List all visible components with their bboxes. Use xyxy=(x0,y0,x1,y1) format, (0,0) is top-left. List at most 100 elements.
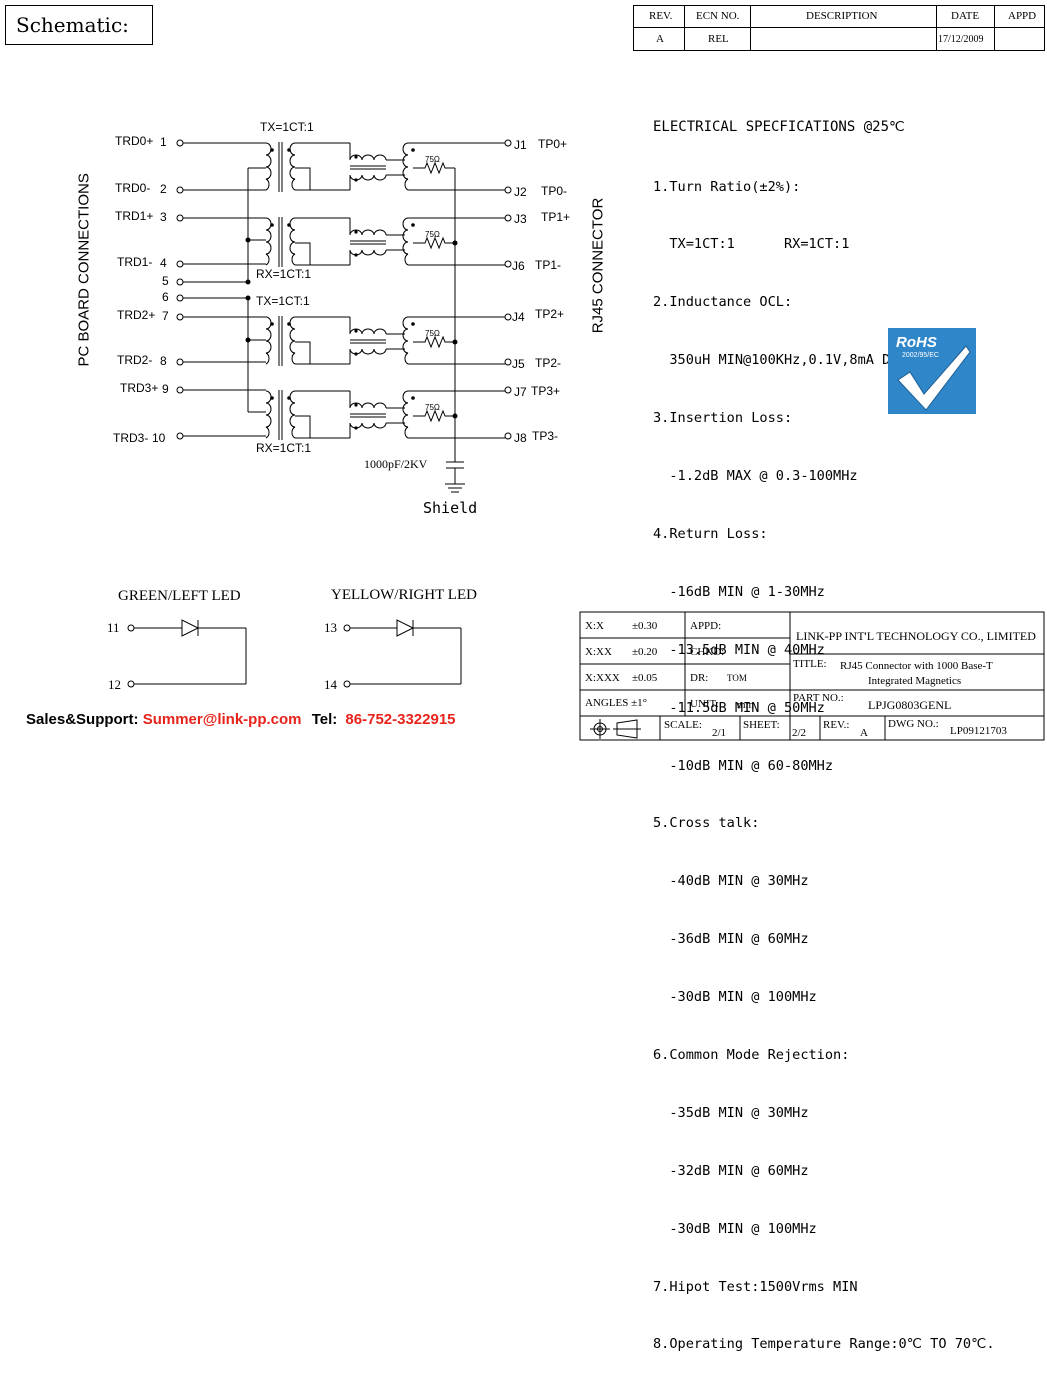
jack-number: J3 xyxy=(514,212,527,226)
pin-number: 6 xyxy=(162,290,169,304)
jack-number: J8 xyxy=(514,431,527,445)
pin-label: TRD1- xyxy=(117,255,153,269)
spec-line: -13.5dB MIN @ 40MHz xyxy=(653,641,825,658)
spec-line: 2.Inductance OCL: xyxy=(653,294,793,311)
title-line-2: Integrated Magnetics xyxy=(868,675,962,687)
page-title: Schematic: xyxy=(16,13,129,37)
pin-number: 1 xyxy=(160,135,167,149)
pin-label: TRD0- xyxy=(115,181,151,195)
pin-number: 3 xyxy=(160,210,167,224)
specs-list: 1.Turn Ratio(±2%): TX=1CT:1 RX=1CT:1 2.I… xyxy=(653,139,995,1374)
title-line-1: RJ45 Connector with 1000 Base-T xyxy=(840,660,993,672)
rohs-title: RoHS xyxy=(896,334,937,351)
title-box xyxy=(5,5,153,45)
ecn-header: ECN NO. xyxy=(696,10,740,22)
spec-line: -30dB MIN @ 100MHz xyxy=(653,1220,817,1237)
tx-ratio-label: TX=1CT:1 xyxy=(260,120,314,134)
tol-value: ±0.20 xyxy=(632,646,658,658)
tol-value: ±0.05 xyxy=(632,672,658,684)
jack-number: J4 xyxy=(512,310,525,324)
rev-label: REV.: xyxy=(823,719,850,731)
pin-label: TRD2+ xyxy=(117,308,156,322)
rev-value: A xyxy=(656,33,664,45)
unit-label: UNIT: xyxy=(690,698,719,710)
tol-label: X:XXX xyxy=(585,672,620,684)
rj45-connector-label: RJ45 CONNECTOR xyxy=(589,197,607,334)
resistor-label: 75Ω xyxy=(425,329,440,338)
jack-label: TP2+ xyxy=(535,307,565,321)
channel-1 xyxy=(265,142,505,192)
jack-number: J7 xyxy=(514,385,527,399)
spec-line: -1.2dB MAX @ 0.3-100MHz xyxy=(653,468,858,485)
right-pin-terminals xyxy=(504,139,512,440)
spec-line: -10dB MIN @ 60-80MHz xyxy=(653,757,834,774)
specs-heading: ELECTRICAL SPECFICATIONS @25℃ xyxy=(653,119,905,135)
unit-value: mm xyxy=(737,699,755,711)
jack-number: J5 xyxy=(512,357,525,371)
tol-label: X:XX xyxy=(585,646,612,658)
chkd-label: CHKD: xyxy=(690,646,725,658)
green-led-symbol xyxy=(127,619,247,688)
jack-label: TP2- xyxy=(535,356,562,370)
pin-number: 5 xyxy=(162,274,169,288)
tol-label: X:X xyxy=(585,620,604,632)
revision-table: REV. ECN NO. DESCRIPTION DATE APPD A REL… xyxy=(633,5,1045,51)
resistor-label: 75Ω xyxy=(425,155,440,164)
schematic-diagram xyxy=(127,139,1045,741)
rx-ratio-label: RX=1CT:1 xyxy=(256,267,312,281)
appd-label: APPD: xyxy=(690,620,722,632)
part-number: LPJG0803GENL xyxy=(868,698,952,712)
rev-value: A xyxy=(860,727,868,739)
pin-label: TRD3+ xyxy=(120,381,159,395)
jack-number: J1 xyxy=(514,138,527,152)
pin-label: TRD0+ xyxy=(115,134,154,148)
jack-label: TP3- xyxy=(532,429,559,443)
title-block-grid xyxy=(579,611,1045,741)
resistor-label: 75Ω xyxy=(425,230,440,239)
jack-label: TP1- xyxy=(535,258,562,272)
shield-label: Shield xyxy=(423,499,478,517)
jack-label: TP0- xyxy=(541,184,568,198)
spec-line: 3.Insertion Loss: xyxy=(653,410,793,427)
rev-header: REV. xyxy=(649,10,673,22)
sheet-value: 2/2 xyxy=(792,727,807,739)
spec-line: 6.Common Mode Rejection: xyxy=(653,1046,850,1063)
pin-number: 8 xyxy=(160,354,167,368)
dr-label: DR: xyxy=(690,672,709,684)
pin-number: 4 xyxy=(160,256,167,270)
spec-line: -30dB MIN @ 100MHz xyxy=(653,989,817,1006)
led-pin-number: 14 xyxy=(324,677,337,692)
checkmark-icon xyxy=(897,345,971,411)
dwg-label: DWG NO.: xyxy=(888,718,939,730)
pc-board-label: PC BOARD CONNECTIONS xyxy=(75,173,93,367)
spec-line: -40dB MIN @ 30MHz xyxy=(653,873,809,890)
spec-line: 5.Cross talk: xyxy=(653,815,760,832)
scale-value: 2/1 xyxy=(712,727,727,739)
description-header: DESCRIPTION xyxy=(806,10,878,22)
led-pin-number: 13 xyxy=(324,620,337,635)
projection-symbol-icon xyxy=(590,719,641,739)
company-name: LINK-PP INT'L TECHNOLOGY CO., LIMITED xyxy=(796,629,1036,643)
jack-number: J2 xyxy=(514,185,527,199)
angles-tolerance: ANGLES ±1° xyxy=(585,697,648,709)
part-label: PART NO.: xyxy=(793,692,844,704)
rohs-subtitle: 2002/95/EC xyxy=(902,352,939,359)
jack-label: TP0+ xyxy=(538,137,568,151)
led-pin-number: 11 xyxy=(107,620,120,635)
pin-label: TRD1+ xyxy=(115,209,154,223)
pin-label: TRD2- xyxy=(117,353,153,367)
ecn-value: REL xyxy=(708,33,729,45)
spec-line: TX=1CT:1 RX=1CT:1 xyxy=(653,236,850,253)
pin-number: 7 xyxy=(162,309,169,323)
scale-label: SCALE: xyxy=(664,719,702,731)
sales-email[interactable]: Summer@link-pp.com xyxy=(142,711,302,728)
polarity-dots xyxy=(270,148,415,430)
sales-label: Sales&Support: xyxy=(26,711,139,728)
tol-value: ±0.30 xyxy=(632,620,658,632)
tx-ratio-label: TX=1CT:1 xyxy=(256,294,310,308)
capacitor-label: 1000pF/2KV xyxy=(364,457,428,471)
pin-number: 10 xyxy=(152,431,166,445)
left-wires xyxy=(183,142,266,437)
left-pin-terminals xyxy=(176,139,184,440)
yellow-led-symbol xyxy=(343,619,462,688)
